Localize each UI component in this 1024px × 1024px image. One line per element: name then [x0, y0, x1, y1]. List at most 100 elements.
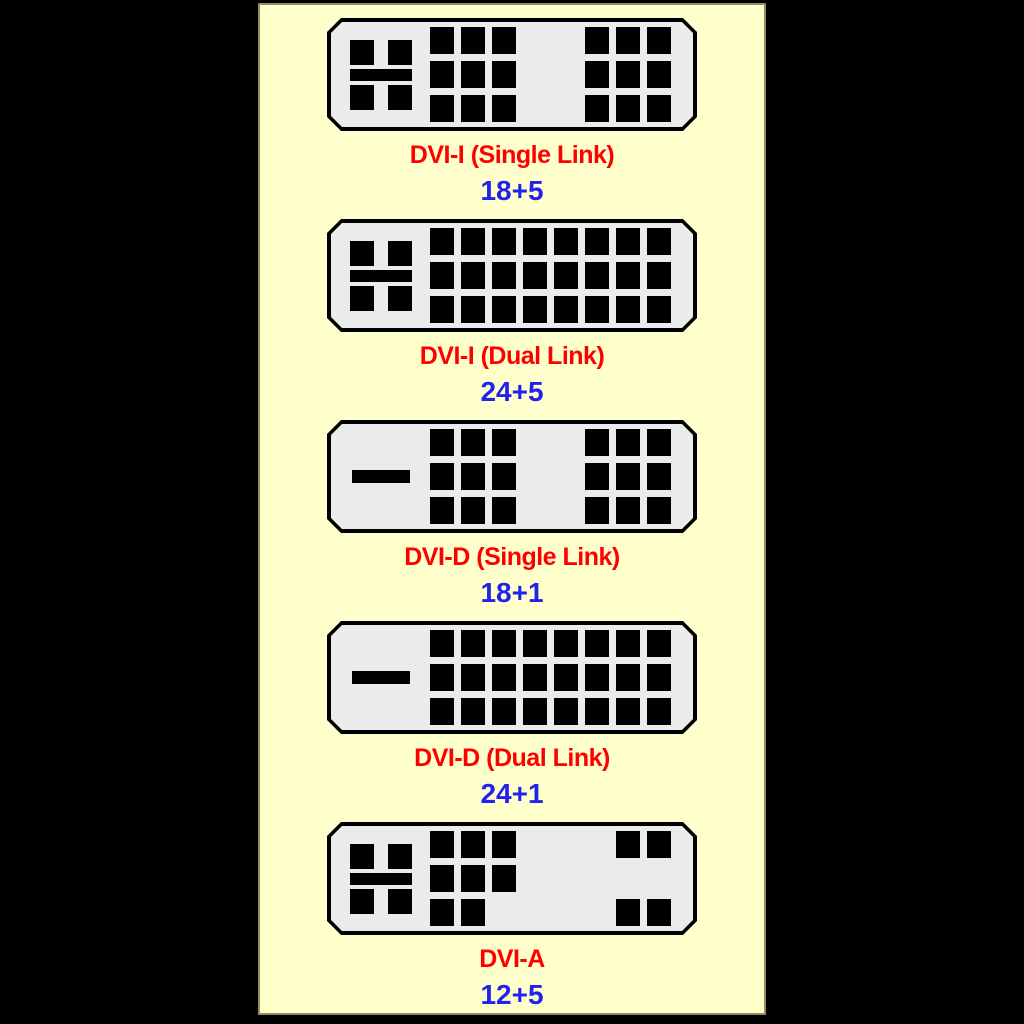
- digital-pin: [430, 228, 454, 255]
- dvi-d-single-link-connector-graphic: [327, 420, 697, 533]
- connector-face: [331, 223, 693, 328]
- empty-pin-slot: [523, 463, 547, 490]
- digital-pin: [647, 831, 671, 858]
- pin-grid: [430, 27, 671, 122]
- connector-caption: DVI-I (Single Link) 18+5: [409, 131, 615, 206]
- digital-pin: [616, 463, 640, 490]
- ground-blade: [352, 470, 410, 483]
- digital-pin: [461, 899, 485, 926]
- digital-pin: [430, 95, 454, 122]
- digital-pin: [492, 664, 516, 691]
- digital-pin: [616, 296, 640, 323]
- connector-label: DVI-D (Dual Link): [414, 744, 610, 772]
- digital-pin: [585, 61, 609, 88]
- digital-pin: [430, 831, 454, 858]
- digital-pin: [523, 630, 547, 657]
- empty-pin-slot: [523, 95, 547, 122]
- digital-pin: [430, 296, 454, 323]
- dvi-i-single-link-connector-graphic: [327, 18, 697, 131]
- connector-face: [331, 826, 693, 931]
- connector-label: DVI-A: [479, 945, 545, 973]
- digital-pin: [430, 262, 454, 289]
- digital-pin: [554, 228, 578, 255]
- digital-pin: [492, 429, 516, 456]
- digital-pin: [430, 865, 454, 892]
- digital-pin: [616, 899, 640, 926]
- pin-grid: [430, 429, 671, 524]
- pin-grid: [430, 228, 671, 323]
- digital-pin: [492, 463, 516, 490]
- ground-blade: [350, 270, 412, 282]
- digital-pin: [647, 61, 671, 88]
- connector-figure-dvi-d-single: DVI-D (Single Link) 18+1: [327, 420, 697, 608]
- digital-pin: [616, 698, 640, 725]
- digital-pin: [616, 95, 640, 122]
- empty-pin-slot: [523, 899, 547, 926]
- digital-pin: [461, 262, 485, 289]
- digital-pin: [585, 698, 609, 725]
- digital-pin: [492, 630, 516, 657]
- digital-pin: [461, 95, 485, 122]
- analog-pin: [350, 40, 374, 65]
- digital-pin: [616, 228, 640, 255]
- analog-pin: [350, 241, 374, 266]
- analog-pin: [388, 889, 412, 914]
- digital-pin: [430, 630, 454, 657]
- empty-pin-slot: [523, 865, 547, 892]
- ground-blade: [352, 671, 410, 684]
- analog-pin: [388, 40, 412, 65]
- digital-pin: [647, 95, 671, 122]
- digital-pin: [647, 698, 671, 725]
- analog-pin: [388, 85, 412, 110]
- ground-blade: [350, 69, 412, 81]
- digital-pin: [461, 698, 485, 725]
- empty-pin-slot: [647, 865, 671, 892]
- digital-pin: [523, 262, 547, 289]
- digital-pin: [492, 27, 516, 54]
- connector-caption: DVI-D (Single Link) 18+1: [404, 533, 620, 608]
- digital-pin: [461, 463, 485, 490]
- digital-pin: [585, 95, 609, 122]
- dvi-connector-panel: DVI-I (Single Link) 18+5 DVI-I (Dual Lin…: [258, 3, 766, 1015]
- digital-pin: [430, 429, 454, 456]
- pin-count-label: 18+5: [480, 175, 544, 206]
- digital-pin: [492, 61, 516, 88]
- digital-pin: [492, 296, 516, 323]
- analog-section: [331, 470, 430, 483]
- digital-pin: [554, 262, 578, 289]
- digital-pin: [585, 296, 609, 323]
- empty-pin-slot: [585, 831, 609, 858]
- digital-pin: [616, 429, 640, 456]
- digital-pin: [585, 429, 609, 456]
- analog-cross-pins: [350, 844, 412, 914]
- connector-figure-dvi-a: DVI-A 12+5: [327, 822, 697, 1010]
- connector-label: DVI-I (Single Link): [409, 141, 615, 169]
- connector-label: DVI-I (Dual Link): [419, 342, 605, 370]
- digital-pin: [616, 262, 640, 289]
- digital-pin: [461, 664, 485, 691]
- empty-pin-slot: [554, 831, 578, 858]
- pin-count-label: 24+1: [480, 778, 544, 809]
- digital-pin: [647, 664, 671, 691]
- pin-count-label: 12+5: [480, 979, 544, 1010]
- empty-pin-slot: [523, 497, 547, 524]
- digital-pin: [647, 262, 671, 289]
- analog-cross-pins: [350, 241, 412, 311]
- digital-pin: [616, 630, 640, 657]
- digital-pin: [492, 497, 516, 524]
- dvi-i-dual-link-connector-graphic: [327, 219, 697, 332]
- digital-pin: [430, 61, 454, 88]
- empty-pin-slot: [554, 429, 578, 456]
- digital-pin: [585, 630, 609, 657]
- digital-pin: [492, 95, 516, 122]
- digital-pin: [554, 296, 578, 323]
- digital-pin: [616, 27, 640, 54]
- connector-face: [331, 625, 693, 730]
- digital-pin: [616, 831, 640, 858]
- digital-pin: [647, 27, 671, 54]
- dvi-a-connector-graphic: [327, 822, 697, 935]
- digital-pin: [523, 228, 547, 255]
- connector-figure-dvi-i-single: DVI-I (Single Link) 18+5: [327, 18, 697, 206]
- digital-pin: [523, 698, 547, 725]
- digital-pin: [430, 497, 454, 524]
